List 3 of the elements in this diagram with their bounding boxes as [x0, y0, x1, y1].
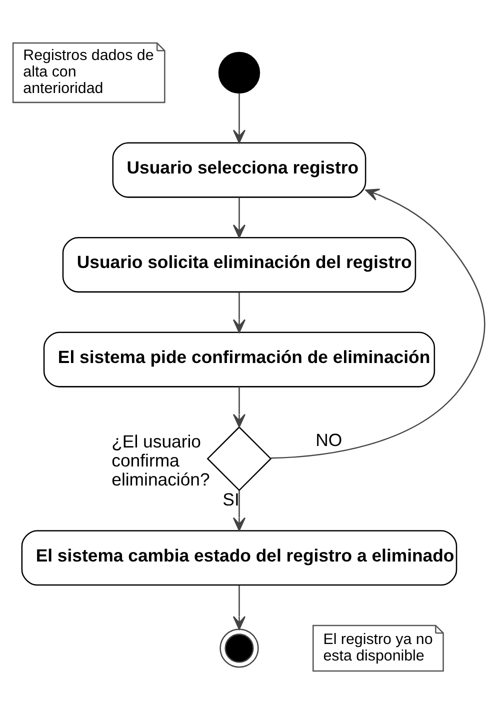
node-label: ¿El usuario confirma eliminación?: [112, 431, 210, 489]
edge-label: NO: [316, 430, 342, 450]
edge-label: SI: [222, 489, 240, 510]
